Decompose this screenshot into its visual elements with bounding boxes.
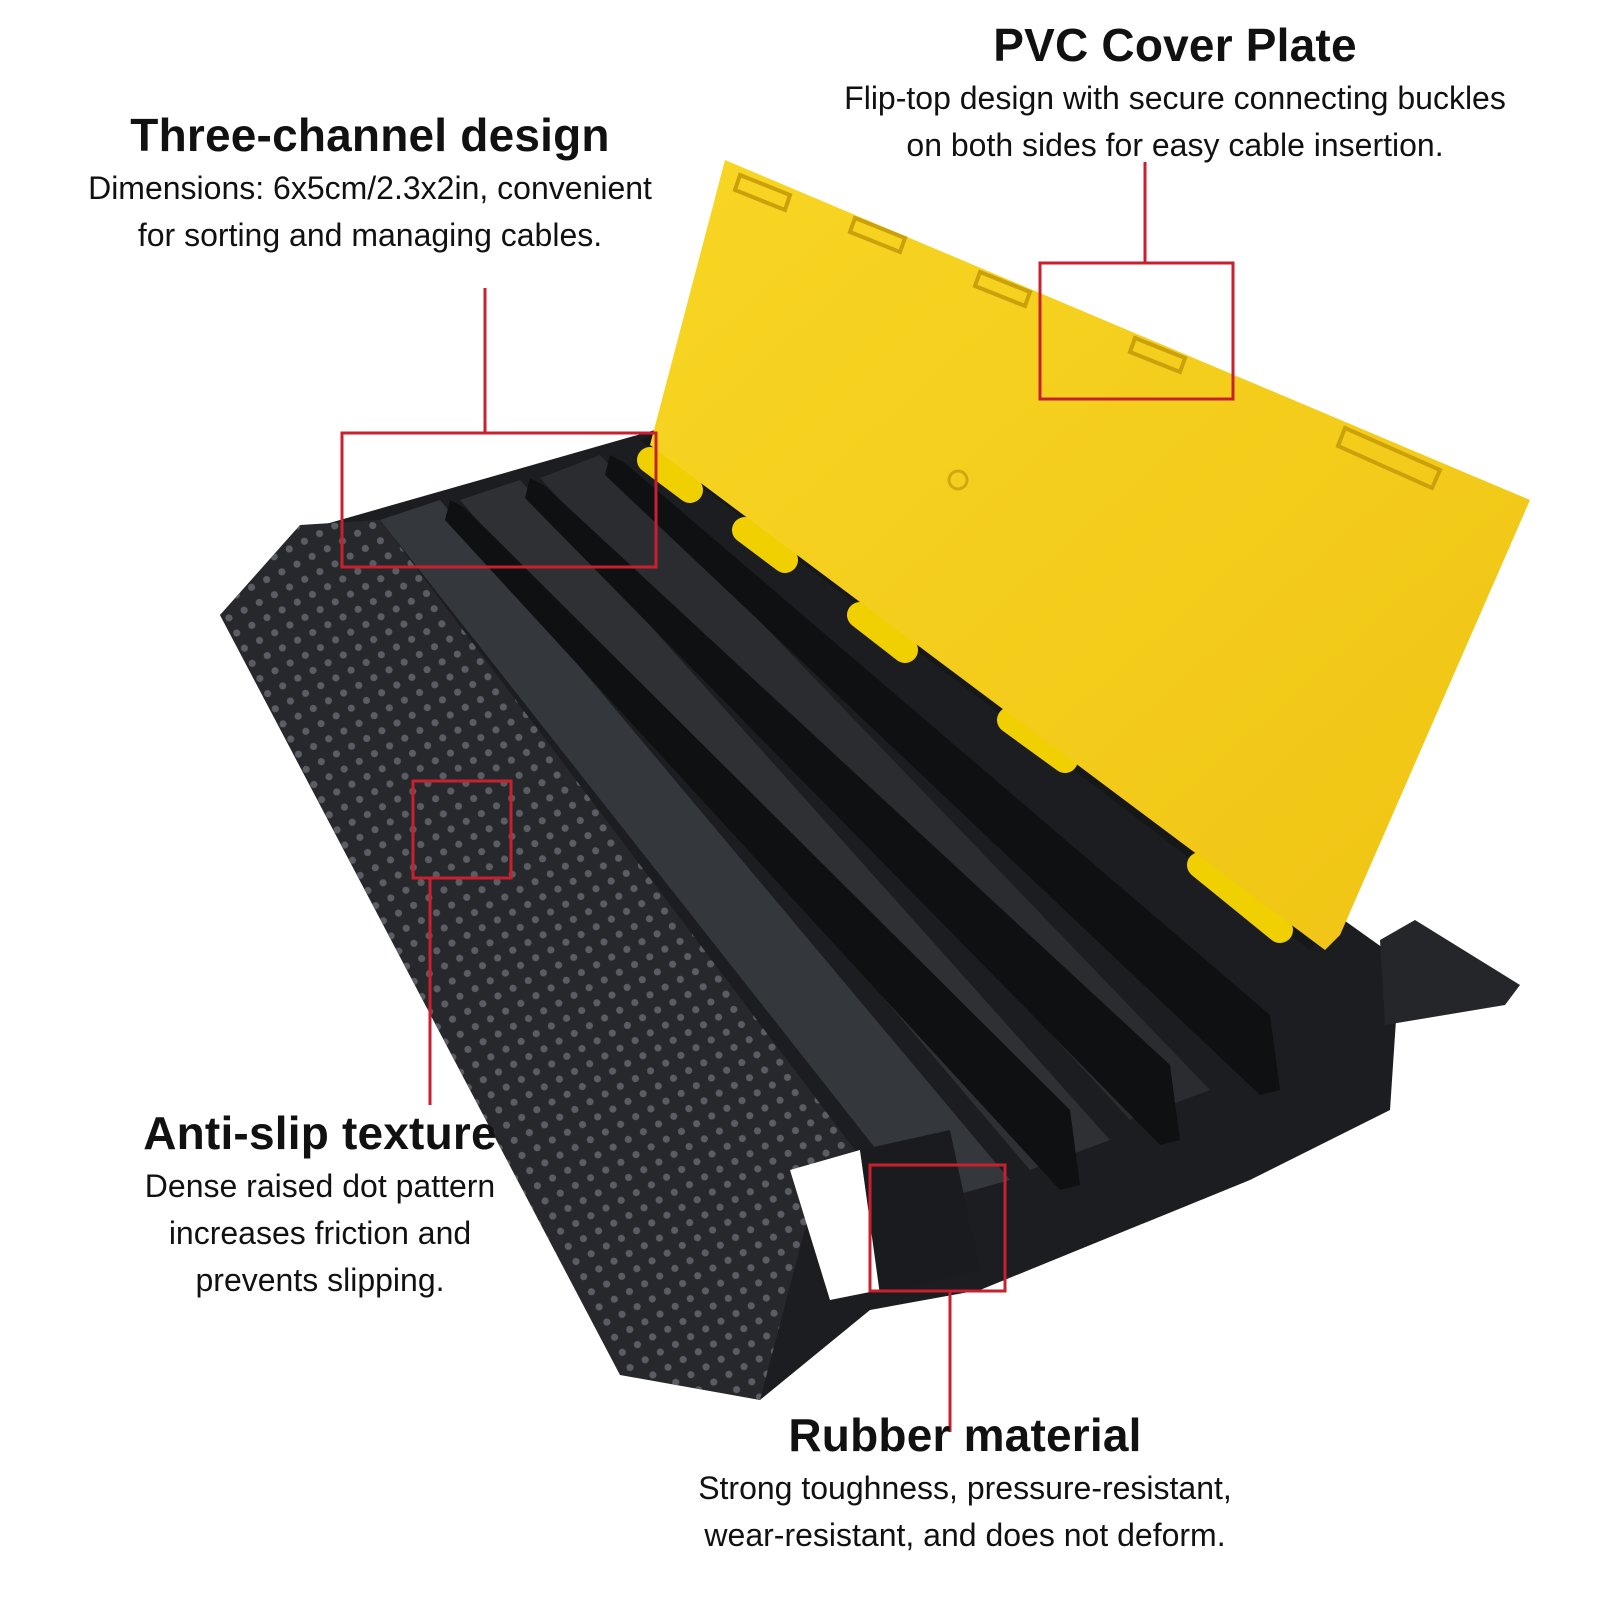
cover-screw-mark <box>947 469 969 491</box>
marker-box-anti-slip <box>411 779 513 880</box>
end-block <box>860 1130 980 1295</box>
anti-slip-line-2: increases friction and <box>168 1214 472 1251</box>
pvc-cover-title: PVC Cover Plate <box>993 19 1357 71</box>
three-channel-description: Dimensions: 6x5cm/2.3x2in, convenient fo… <box>20 165 720 259</box>
right-ramp <box>1380 920 1520 1025</box>
anti-slip-line-3: prevents slipping. <box>195 1261 445 1298</box>
marker-box-three-channel <box>340 431 658 569</box>
three-channel-title: Three-channel design <box>130 109 610 161</box>
callout-markers <box>340 162 1235 1432</box>
three-channel-line-1: Dimensions: 6x5cm/2.3x2in, convenient <box>88 169 652 206</box>
end-notch <box>790 1150 880 1300</box>
anti-slip-line-1: Dense raised dot pattern <box>144 1167 496 1204</box>
callout-anti-slip-texture: Anti-slip texture Dense raised dot patte… <box>80 1108 560 1304</box>
pvc-cover-description: Flip-top design with secure connecting b… <box>770 75 1580 169</box>
cover-buckles <box>732 172 1443 491</box>
marker-box-rubber <box>868 1163 1007 1293</box>
channel-divider-1 <box>445 500 1080 1190</box>
pvc-cover-line-1: Flip-top design with secure connecting b… <box>844 79 1506 116</box>
anti-slip-title: Anti-slip texture <box>143 1107 497 1159</box>
rubber-description: Strong toughness, pressure-resistant, we… <box>620 1465 1310 1559</box>
rubber-line-1: Strong toughness, pressure-resistant, <box>698 1469 1232 1506</box>
channel-divider-3 <box>605 455 1280 1095</box>
callout-rubber-material: Rubber material Strong toughness, pressu… <box>620 1410 1310 1559</box>
pvc-cover-plate <box>650 160 1530 950</box>
callout-pvc-cover-plate: PVC Cover Plate Flip-top design with sec… <box>770 20 1580 169</box>
pvc-cover-line-2: on both sides for easy cable insertion. <box>906 126 1444 163</box>
callout-three-channel: Three-channel design Dimensions: 6x5cm/2… <box>20 110 720 259</box>
marker-box-pvc <box>1038 261 1235 401</box>
rubber-title: Rubber material <box>788 1409 1142 1461</box>
three-channel-line-2: for sorting and managing cables. <box>137 216 603 253</box>
anti-slip-ramp <box>220 520 870 1400</box>
channel-divider-2 <box>525 478 1180 1145</box>
channel-floor-1 <box>380 500 1010 1205</box>
anti-slip-description: Dense raised dot pattern increases frict… <box>80 1163 560 1304</box>
rubber-line-2: wear-resistant, and does not deform. <box>704 1516 1226 1553</box>
